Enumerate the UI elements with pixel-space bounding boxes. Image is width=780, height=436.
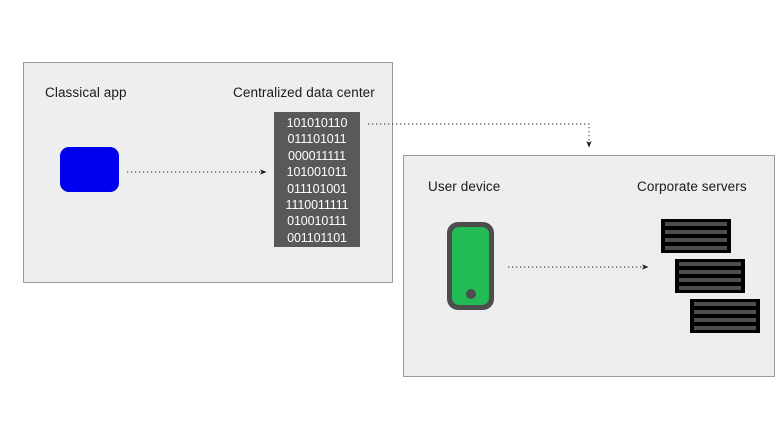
binary-row: 010010111 <box>287 214 347 229</box>
user-phone-device-icon <box>447 222 494 310</box>
user-device-label: User device <box>428 179 501 194</box>
server-rack-bar <box>679 262 741 266</box>
binary-row: 101001011 <box>286 165 348 180</box>
binary-row: 001101101 <box>287 230 347 245</box>
centralized-data-center-label: Centralized data center <box>233 85 375 100</box>
binary-row: 011101001 <box>287 181 347 196</box>
binary-row: 000011111 <box>288 148 346 163</box>
corporate-servers-label: Corporate servers <box>637 179 747 194</box>
server-rack-bar <box>665 222 727 226</box>
server-rack-bar <box>679 270 741 274</box>
server-rack-bar <box>679 286 741 290</box>
phone-screen <box>452 227 489 305</box>
server-rack-icon <box>690 299 760 333</box>
server-rack-bar <box>679 278 741 282</box>
server-rack-icon <box>661 219 731 253</box>
server-rack-bar <box>665 246 727 250</box>
phone-home-button-icon <box>465 289 476 299</box>
datacenter-to-modern-panel-arrow <box>368 123 592 148</box>
binary-row: 011101011 <box>287 132 347 147</box>
binary-row: 1110011111 <box>285 198 349 213</box>
server-rack-bar <box>694 310 756 314</box>
server-rack-bar <box>665 238 727 242</box>
server-rack-bar <box>694 302 756 306</box>
server-rack-icon <box>675 259 745 293</box>
server-rack-bar <box>665 230 727 234</box>
classical-app-tile-icon <box>60 147 119 192</box>
binary-row: 101010110 <box>286 116 348 130</box>
server-rack-bar <box>694 326 756 330</box>
server-rack-bar <box>694 318 756 322</box>
binary-data-block: 101010110 011101011 000011111 101001011 … <box>274 112 360 247</box>
classical-app-label: Classical app <box>45 85 127 100</box>
